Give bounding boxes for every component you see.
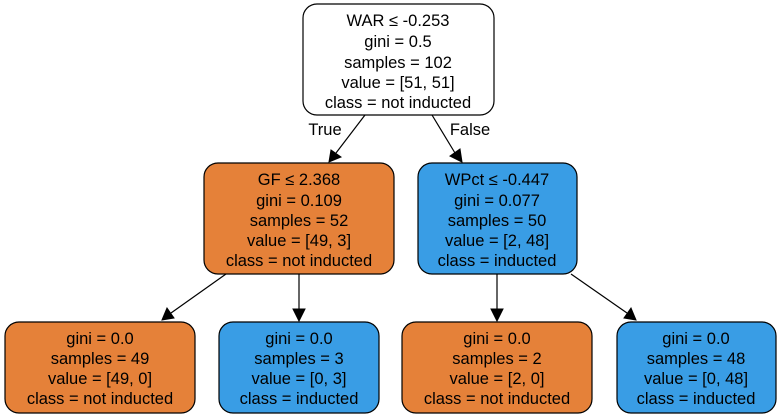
- node-right-line-3: samples = 50: [448, 212, 547, 230]
- node-right-line-2: gini = 0.077: [454, 192, 540, 210]
- node-left-line-3: samples = 52: [250, 212, 349, 230]
- node-root-line-3: samples = 102: [344, 54, 452, 72]
- leaf-rr-line-4: class = inducted: [637, 390, 756, 408]
- leaf-rr-line-3: value = [0, 48]: [644, 370, 748, 388]
- node-leaf-right-left: gini = 0.0 samples = 2 value = [2, 0] cl…: [401, 321, 593, 414]
- node-leaf-left-right: gini = 0.0 samples = 3 value = [0, 3] cl…: [218, 321, 380, 414]
- leaf-rl-line-1: gini = 0.0: [463, 330, 530, 348]
- edge-root-to-right: [431, 114, 463, 163]
- edge-right-to-leaf-rl: [490, 274, 504, 323]
- leaf-lr-line-4: class = inducted: [240, 390, 359, 408]
- leaf-lr-line-3: value = [0, 3]: [252, 370, 347, 388]
- leaf-ll-line-2: samples = 49: [51, 350, 150, 368]
- node-right-line-4: value = [2, 48]: [445, 232, 549, 250]
- node-left-line-1: GF ≤ 2.368: [258, 171, 340, 189]
- leaf-ll-line-4: class = not inducted: [27, 390, 173, 408]
- node-leaf-left-left: gini = 0.0 samples = 49 value = [49, 0] …: [4, 321, 196, 414]
- node-root-split-war: WAR ≤ -0.253 gini = 0.5 samples = 102 va…: [302, 3, 495, 116]
- node-left-line-4: value = [49, 3]: [247, 232, 351, 250]
- node-root-line-2: gini = 0.5: [364, 33, 431, 51]
- leaf-lr-line-1: gini = 0.0: [265, 330, 332, 348]
- leaf-rr-line-2: samples = 48: [647, 350, 746, 368]
- leaf-rl-line-3: value = [2, 0]: [450, 370, 545, 388]
- node-right-line-1: WPct ≤ -0.447: [445, 171, 549, 189]
- leaf-rl-line-4: class = not inducted: [424, 390, 570, 408]
- node-root-line-5: class = not inducted: [325, 94, 471, 112]
- edge-right-to-leaf-rr: [570, 273, 637, 321]
- leaf-ll-line-3: value = [49, 0]: [48, 370, 152, 388]
- edge-left-to-leaf-ll: [161, 273, 227, 321]
- leaf-lr-line-2: samples = 3: [254, 350, 343, 368]
- node-root-line-1: WAR ≤ -0.253: [347, 12, 450, 30]
- node-leaf-right-right: gini = 0.0 samples = 48 value = [0, 48] …: [616, 321, 777, 414]
- edge-label-false: False: [450, 121, 490, 139]
- node-right-line-5: class = inducted: [438, 252, 557, 270]
- edge-left-to-leaf-lr: [292, 274, 306, 323]
- node-left-split-gf: GF ≤ 2.368 gini = 0.109 samples = 52 val…: [203, 162, 395, 275]
- node-left-line-5: class = not inducted: [226, 252, 372, 270]
- node-right-split-wpct: WPct ≤ -0.447 gini = 0.077 samples = 50 …: [417, 162, 578, 275]
- leaf-rr-line-1: gini = 0.0: [662, 330, 729, 348]
- node-left-line-2: gini = 0.109: [256, 192, 342, 210]
- leaf-rl-line-2: samples = 2: [452, 350, 541, 368]
- node-root-line-4: value = [51, 51]: [341, 74, 454, 92]
- edge-root-to-left: [328, 114, 366, 163]
- leaf-ll-line-1: gini = 0.0: [66, 330, 133, 348]
- edge-label-true: True: [308, 121, 341, 139]
